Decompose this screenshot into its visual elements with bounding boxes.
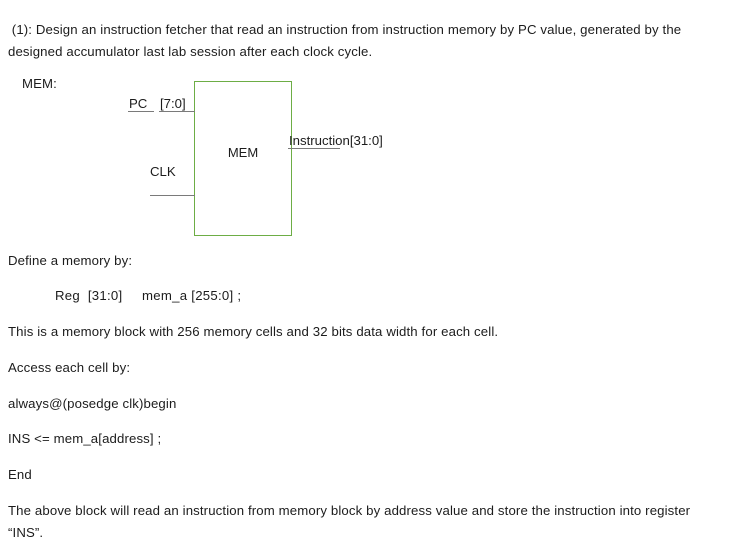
- pc-width-label: [7:0]: [160, 96, 186, 111]
- mem-block-rectangle: [194, 81, 292, 236]
- pc-input-label: PC: [129, 96, 148, 111]
- always-block-line: always@(posedge clk)begin: [8, 396, 177, 412]
- instruction-output-label: Instruction[31:0]: [289, 133, 383, 148]
- access-cell-line: Access each cell by:: [8, 360, 131, 376]
- define-memory-line: Define a memory by:: [8, 253, 133, 269]
- clk-input-label: CLK: [150, 164, 176, 179]
- pc-width-wire: [159, 111, 195, 113]
- assignment-line: INS <= mem_a[address] ;: [8, 431, 162, 447]
- reg-declaration-line: Reg [31:0] mem_a [255:0] ;: [55, 288, 242, 304]
- closing-paragraph: The above block will read an instruction…: [8, 503, 694, 541]
- pc-input-wire: [128, 111, 154, 113]
- mem-heading: MEM:: [22, 76, 57, 92]
- instruction-output-wire: [288, 148, 340, 150]
- intro-paragraph: (1): Design an instruction fetcher that …: [8, 22, 686, 60]
- mem-block-label: MEM: [227, 145, 259, 160]
- end-line: End: [8, 467, 32, 483]
- clk-input-wire: [150, 195, 195, 197]
- memory-block-description: This is a memory block with 256 memory c…: [8, 324, 499, 340]
